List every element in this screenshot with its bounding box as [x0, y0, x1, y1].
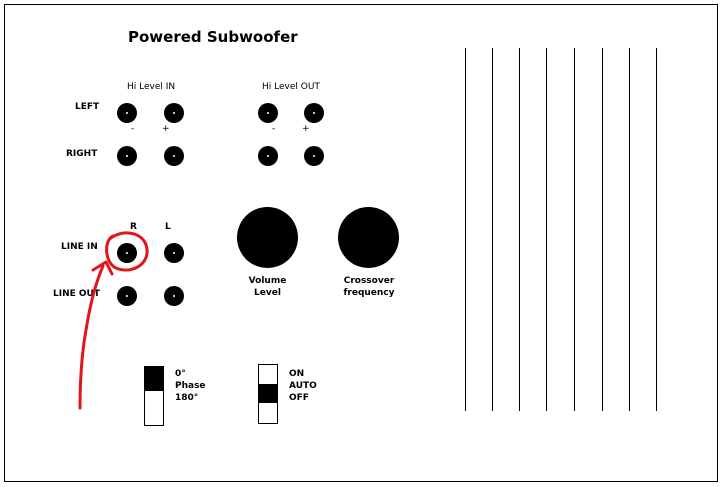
annotation-arrow-shaft [78, 264, 105, 410]
phase-180-label: 180° [175, 393, 199, 403]
volume-knob[interactable] [237, 207, 298, 268]
hi-out-right-minus-jack[interactable] [258, 146, 278, 166]
phase-switch-lever [145, 367, 163, 391]
line-out-left-jack[interactable] [164, 286, 184, 306]
power-mode-switch[interactable] [258, 364, 278, 424]
frequency-label: frequency [343, 288, 395, 298]
phase-0-label: 0° [175, 369, 186, 379]
hi-in-left-plus-jack[interactable] [164, 103, 184, 123]
phase-switch[interactable] [144, 366, 164, 426]
vent-grille [465, 48, 657, 411]
hi-in-left-minus-jack[interactable] [117, 103, 137, 123]
annotation-marks [78, 231, 149, 410]
line-in-left-jack[interactable] [164, 243, 184, 263]
power-mode-switch-lever [259, 384, 277, 403]
hi-level-in-label: Hi Level IN [127, 82, 176, 92]
hi-in-minus-label: - [131, 124, 135, 134]
volume-label: Volume [248, 276, 287, 286]
line-l-label: L [165, 222, 171, 232]
hi-out-minus-label: - [272, 124, 276, 134]
annotation-circle [105, 231, 149, 272]
power-auto-label: AUTO [289, 381, 317, 391]
line-out-right-jack[interactable] [117, 286, 137, 306]
hi-in-right-plus-jack[interactable] [164, 146, 184, 166]
line-out-label: LINE OUT [53, 289, 100, 299]
line-in-label: LINE IN [61, 242, 98, 252]
hi-out-plus-label: + [302, 124, 310, 134]
hi-out-left-plus-jack[interactable] [304, 103, 324, 123]
level-label: Level [254, 288, 281, 298]
line-r-label: R [130, 222, 137, 232]
hi-in-right-minus-jack[interactable] [117, 146, 137, 166]
power-off-label: OFF [289, 393, 309, 403]
hi-in-plus-label: + [162, 124, 170, 134]
right-label: RIGHT [66, 149, 98, 159]
annotation-arrow-head [91, 260, 114, 276]
line-in-right-jack[interactable] [117, 243, 137, 263]
hi-out-left-minus-jack[interactable] [258, 103, 278, 123]
crossover-label: Crossover [343, 276, 395, 286]
left-label: LEFT [75, 102, 100, 112]
power-on-label: ON [289, 369, 305, 379]
crossover-knob[interactable] [338, 207, 399, 268]
hi-out-right-plus-jack[interactable] [304, 146, 324, 166]
hi-level-out-label: Hi Level OUT [262, 82, 320, 92]
phase-label: Phase [175, 381, 206, 391]
panel-title: Powered Subwoofer [128, 28, 298, 46]
rear-panel [4, 4, 718, 482]
